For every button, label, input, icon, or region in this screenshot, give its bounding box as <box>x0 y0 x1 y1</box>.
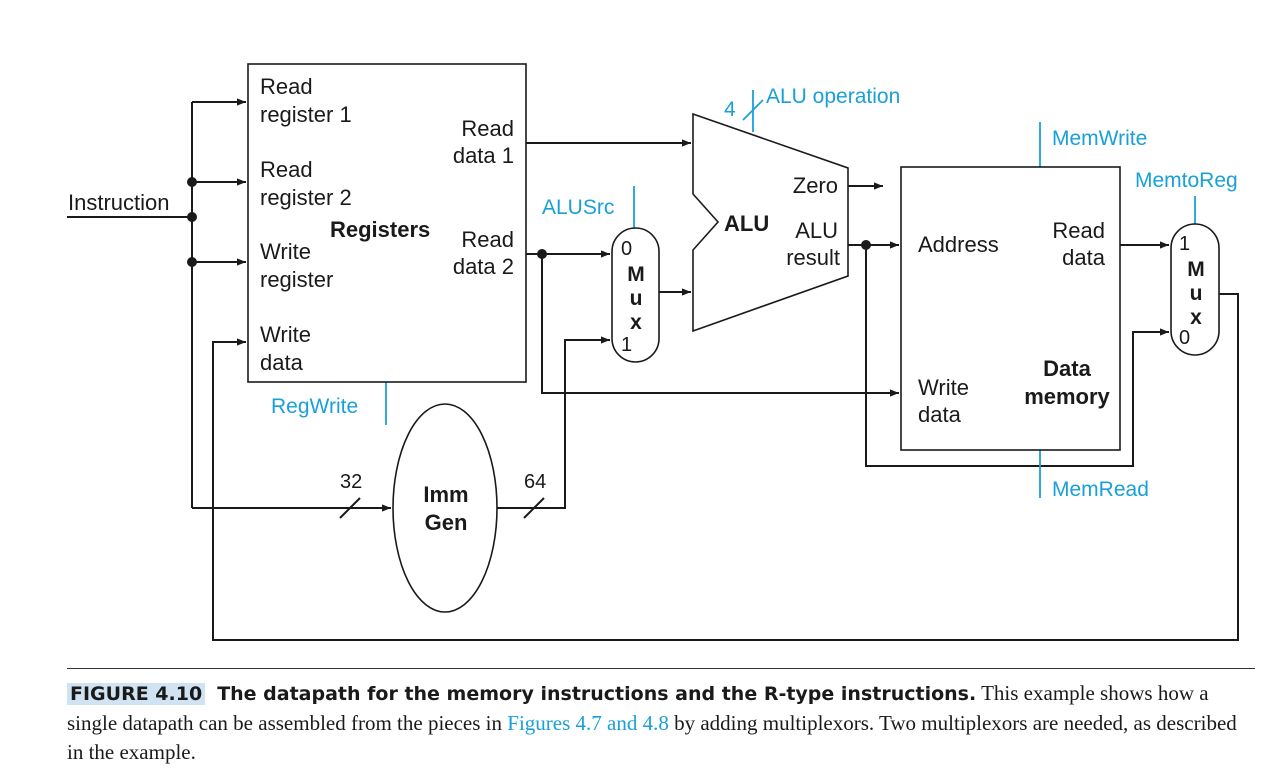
figure-title: The datapath for the memory instructions… <box>217 683 977 705</box>
caption-text: by adding multiplexors. Two multiplexors… <box>67 711 1237 764</box>
junction-dot <box>187 177 197 187</box>
mem-mux-letter: M <box>1187 258 1205 281</box>
alu-zero-label: Zero <box>793 173 838 198</box>
alu-mux-letter: x <box>630 311 642 334</box>
alu-operation-label: ALU operation <box>766 85 900 108</box>
mem-mux-letter: x <box>1190 306 1202 329</box>
memtoreg-label: MemtoReg <box>1135 169 1238 192</box>
wire-alu-bypass <box>865 245 1169 467</box>
data-memory-box <box>900 166 1121 451</box>
imm-gen-ellipse <box>392 403 498 613</box>
mem-mux-input-1: 1 <box>1179 233 1190 255</box>
alu-mux-shape <box>611 227 660 363</box>
figure-label: FIGURE 4.10 <box>67 683 206 705</box>
imm-in-width-label: 32 <box>340 471 362 493</box>
control-lines <box>385 90 1196 498</box>
write-register-label-line2: register <box>260 267 333 292</box>
read-register-2-label-line1: Read <box>260 157 313 182</box>
write-register-label-line1: Write <box>260 239 311 264</box>
wires <box>67 98 1239 641</box>
mem-write-data-label-line1: Write <box>918 375 969 400</box>
data-memory-block: Address Read data Write data Data memory <box>900 166 1121 451</box>
alusrc-label: ALUSrc <box>542 196 614 219</box>
imm-out-width-label: 64 <box>524 471 546 493</box>
alu-mux-letter: u <box>630 287 643 310</box>
slash-64 <box>523 497 545 519</box>
imm-gen-block: Imm Gen <box>392 403 498 613</box>
memwrite-label: MemWrite <box>1052 127 1147 150</box>
imm-gen-title-line2: Gen <box>425 510 468 535</box>
instruction-label: Instruction <box>68 190 170 215</box>
registers-title: Registers <box>330 217 430 242</box>
alu-operation-width: 4 <box>724 98 736 121</box>
mem-mux-letter: u <box>1190 282 1203 305</box>
data-memory-title-line2: memory <box>1024 384 1110 409</box>
data-memory-title-line1: Data <box>1043 356 1091 381</box>
alu-block: ALU Zero ALU result <box>692 112 849 333</box>
wire-imm-gen-out <box>497 336 610 509</box>
alu-mux-letter: M <box>627 263 645 286</box>
caption-text: This example shows how a single datapath… <box>67 681 1209 735</box>
figures-link[interactable]: Figures 4.7 and 4.8 <box>507 711 669 735</box>
read-data-1-label-line1: Read <box>461 116 514 141</box>
alu-mux-input-1: 1 <box>621 334 632 356</box>
alu-shape <box>692 112 849 333</box>
imm-gen-title-line1: Imm <box>423 482 468 507</box>
read-register-1-label-line1: Read <box>260 74 313 99</box>
memread-label: MemRead <box>1052 478 1149 501</box>
mem-read-data-label-line2: data <box>1062 245 1106 270</box>
mem-mux-block: 1 0 M u x <box>1170 223 1220 356</box>
mem-mux-input-0: 0 <box>1179 327 1190 349</box>
alu-operation-slash <box>742 99 764 121</box>
address-label: Address <box>918 232 999 257</box>
mem-write-data-label-line2: data <box>918 402 962 427</box>
read-register-2-label-line2: register 2 <box>260 185 352 210</box>
alu-result-label-line2: result <box>786 245 840 270</box>
junction-dot <box>187 257 197 267</box>
wire-mem-write-data <box>541 254 899 397</box>
junction-dot <box>537 249 547 259</box>
figure-caption: FIGURE 4.10 The datapath for the memory i… <box>67 668 1255 767</box>
junction-dot <box>187 212 197 222</box>
read-data-2-label-line2: data 2 <box>453 254 514 279</box>
mem-read-data-label-line1: Read <box>1052 218 1105 243</box>
mem-mux-shape <box>1170 223 1220 356</box>
regwrite-label: RegWrite <box>271 395 358 418</box>
read-register-1-label-line2: register 1 <box>260 102 352 127</box>
registers-block: Read register 1 Read register 2 Write re… <box>247 63 527 383</box>
read-data-2-label-line1: Read <box>461 227 514 252</box>
alu-mux-input-0: 0 <box>621 238 632 260</box>
read-data-1-label-line2: data 1 <box>453 143 514 168</box>
labels: Instruction RegWrite ALUSrc ALU operatio… <box>68 85 1238 501</box>
datapath-diagram: Read register 1 Read register 2 Write re… <box>67 63 1239 641</box>
slash-32 <box>339 497 361 519</box>
write-data-label-line2: data <box>260 350 304 375</box>
alu-mux-block: 0 1 M u x <box>611 227 660 363</box>
junction-dot <box>861 240 871 250</box>
write-data-label-line1: Write <box>260 322 311 347</box>
registers-box <box>247 63 527 383</box>
alu-title: ALU <box>724 211 769 236</box>
alu-result-label-line1: ALU <box>795 218 838 243</box>
wire-writeback <box>212 293 1239 641</box>
